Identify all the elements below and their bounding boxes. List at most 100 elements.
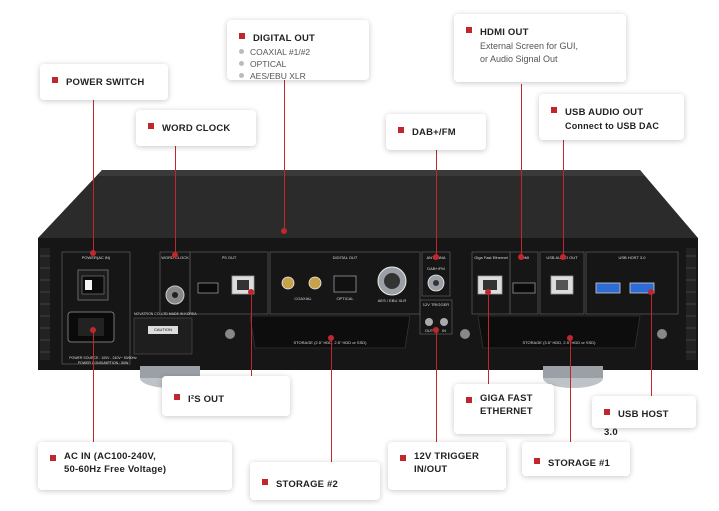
- digital-out-item: OPTICAL: [250, 59, 287, 69]
- callout-ac-in: AC IN (AC100-240V, 50-60Hz Free Voltage): [38, 442, 232, 490]
- leader-word-clock: [175, 146, 176, 254]
- panel-label-i2s: I²S OUT: [221, 255, 237, 260]
- info-plate: [133, 317, 193, 355]
- red-bullet-icon: [551, 106, 557, 113]
- callout-word-clock: WORD CLOCK: [136, 110, 256, 146]
- coax-2-port: [308, 276, 322, 290]
- digital-out-section: [269, 251, 421, 315]
- callout-title-line2: IN/OUT: [414, 464, 448, 475]
- usb-audio-section: [539, 251, 585, 315]
- callout-title: I²S OUT: [188, 394, 225, 405]
- callout-storage1: STORAGE #1: [522, 442, 630, 476]
- red-bullet-icon: [52, 76, 58, 83]
- callout-title: HDMI OUT: [480, 27, 529, 38]
- red-bullet-icon: [174, 393, 180, 400]
- callout-dab-fm: DAB+/FM: [386, 114, 486, 150]
- callout-title-line1: AC IN (AC100-240V,: [64, 451, 156, 462]
- usb-audio-out-desc: Connect to USB DAC: [565, 121, 660, 131]
- leader-digital-out: [284, 78, 285, 230]
- hdmi-out-desc-2: or Audio Signal Out: [480, 54, 558, 64]
- leader-ethernet: [488, 292, 489, 384]
- usb-host-section: [585, 251, 679, 315]
- bullet-dot-icon: [239, 61, 244, 67]
- leader-trigger: [436, 330, 437, 442]
- panel-label-dab: DAB+/FM: [427, 266, 445, 271]
- leader-dab: [436, 150, 437, 256]
- red-bullet-icon: [239, 32, 245, 39]
- usb-host-port-2: [629, 282, 655, 294]
- hdmi-port: [512, 282, 536, 294]
- leader-storage1: [570, 338, 571, 442]
- pin-usb-host: [648, 289, 654, 295]
- digital-out-item: COAXIAL #1/#2: [250, 47, 311, 57]
- leader-power-switch: [93, 100, 94, 252]
- leader-usb-audio: [563, 140, 564, 256]
- panel-label-trigger-out: OUT: [424, 328, 434, 333]
- pin-dab: [433, 254, 439, 260]
- callout-usb-audio-out: USB AUDIO OUT Connect to USB DAC: [539, 94, 684, 140]
- trigger-out-jack: [425, 318, 433, 326]
- callout-title: STORAGE #1: [548, 458, 611, 469]
- callout-title-line1: GIGA FAST: [480, 393, 533, 404]
- panel-label-power: POWER(AC IN): [81, 255, 111, 260]
- leader-i2s-v: [251, 292, 252, 376]
- callout-title-line2: 50-60Hz Free Voltage): [64, 464, 167, 475]
- callout-storage2: STORAGE #2: [250, 462, 380, 500]
- leader-hdmi: [521, 84, 522, 256]
- panel-label-ethernet: Giga Fast Ethernet: [474, 255, 508, 260]
- heatsink-fins-left: [40, 248, 50, 360]
- heatsink-fins-right: [686, 248, 696, 360]
- pin-ethernet: [485, 289, 491, 295]
- red-bullet-icon: [534, 457, 540, 464]
- panel-label-caution: CAUTION: [154, 327, 172, 332]
- pin-trigger: [433, 327, 439, 333]
- panel-label-hdmi: HDMI: [518, 255, 530, 260]
- panel-label-optical: OPTICAL: [336, 296, 354, 301]
- panel-label-storage-right: STORAGE (3.5" HDD, 2.5" HDD or SSD): [522, 340, 596, 345]
- hdmi-section: [509, 251, 539, 315]
- bullet-dot-icon: [239, 49, 244, 55]
- panel-label-trigger: 12V TRIGGER: [422, 302, 450, 307]
- i2s-section: [189, 251, 269, 315]
- i2s-hdmi-port: [197, 282, 219, 294]
- device-top-lid: [38, 170, 698, 238]
- callout-title: STORAGE #2: [276, 479, 339, 490]
- power-section: [61, 251, 131, 365]
- storage-bay-left: [249, 315, 411, 349]
- pin-storage1: [567, 335, 573, 341]
- red-bullet-icon: [262, 478, 268, 485]
- callout-title: USB AUDIO OUT: [565, 107, 644, 118]
- hdmi-out-desc-1: External Screen for GUI,: [480, 41, 579, 51]
- panel-label-coaxial: COAXIAL: [294, 296, 312, 301]
- panel-label-power-consumption: POWER CONSUMPTION : 50W: [77, 361, 129, 365]
- bullet-dot-icon: [239, 73, 244, 79]
- pin-usb-audio: [560, 254, 566, 260]
- callout-title: DAB+/FM: [412, 127, 456, 138]
- red-bullet-icon: [398, 126, 404, 133]
- red-bullet-icon: [604, 408, 610, 415]
- digital-out-item: AES/EBU XLR: [250, 71, 306, 81]
- panel-label-maker: NOVATRON CO.,LTD MADE IN KOREA: [134, 312, 197, 316]
- pin-i2s: [248, 289, 254, 295]
- leader-ac-in: [93, 330, 94, 442]
- callout-title: DIGITAL OUT: [253, 33, 316, 44]
- leader-usb-host: [651, 292, 652, 396]
- red-bullet-icon: [466, 396, 472, 403]
- callout-giga-ethernet: GIGA FAST ETHERNET: [454, 384, 554, 434]
- panel-label-storage-left: STORAGE (2.5" HDD, 2.5" HDD or SSD): [293, 340, 367, 345]
- red-bullet-icon: [148, 122, 154, 129]
- callout-title-line2: ETHERNET: [480, 406, 533, 417]
- callout-hdmi-out: HDMI OUT External Screen for GUI, or Aud…: [454, 14, 626, 82]
- panel-label-trigger-in: IN: [442, 328, 446, 333]
- trigger-in-jack: [440, 318, 448, 326]
- callout-power-switch: POWER SWITCH: [40, 64, 168, 100]
- leader-storage2: [331, 338, 332, 462]
- callout-usb-host: USB HOST 3.0: [592, 396, 696, 438]
- optical-port: [333, 275, 357, 293]
- coax-1-port: [281, 276, 295, 290]
- pin-power-switch: [90, 250, 96, 256]
- storage-bay-right: [477, 315, 641, 349]
- callout-i2s-out: I²S OUT: [162, 376, 290, 416]
